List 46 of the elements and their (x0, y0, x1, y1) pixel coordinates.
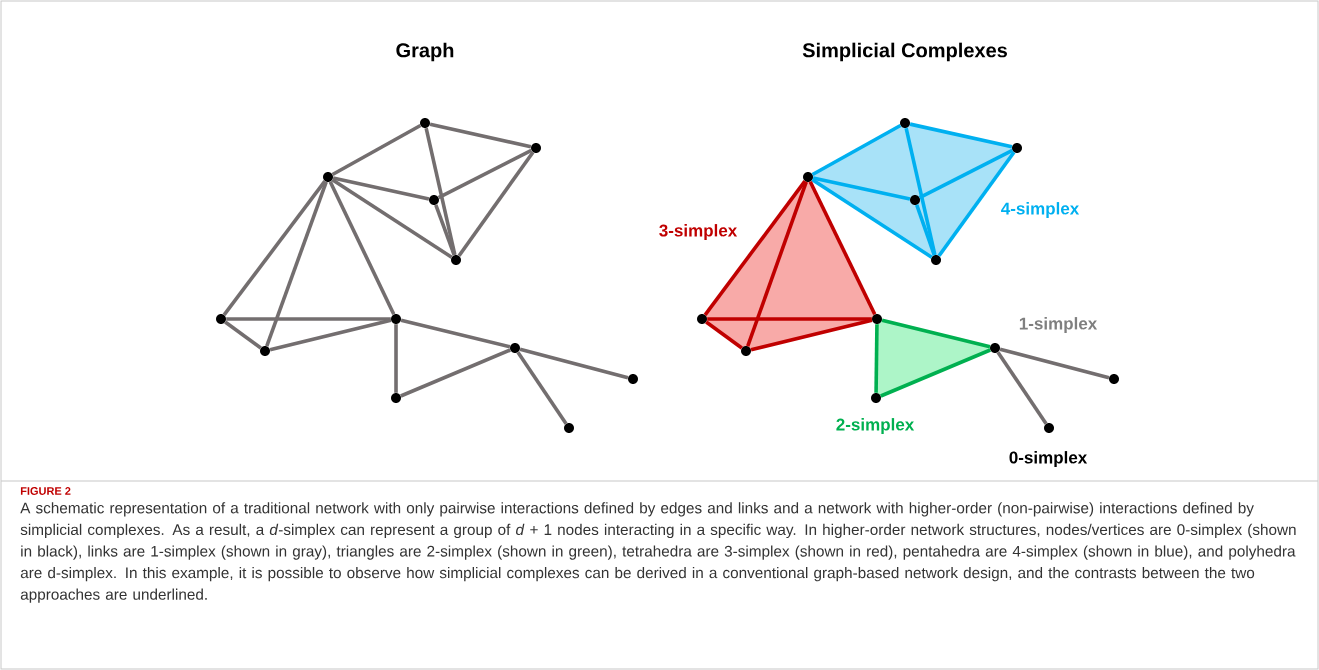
link-line (746, 181, 808, 347)
link-line (400, 348, 511, 398)
figure-number: FIGURE 2 (20, 487, 71, 495)
link-line (331, 123, 422, 177)
link-line (918, 148, 1014, 200)
panel-title: Graph (396, 42, 454, 62)
link-line (812, 176, 911, 201)
link-line (226, 317, 391, 321)
link-line (269, 318, 392, 352)
link-line (434, 204, 456, 256)
link-line (999, 347, 1110, 380)
link-line (880, 348, 991, 398)
link-line (808, 180, 877, 316)
simplex-label: 1-simplex (1019, 317, 1098, 333)
link-line (331, 178, 453, 259)
link-line (222, 180, 327, 316)
simplex-label: 3-simplex (659, 224, 738, 240)
link-line (332, 176, 430, 201)
link-line (811, 178, 933, 259)
simplex-label: 0-simplex (1009, 451, 1088, 467)
link-line (881, 318, 991, 349)
link-line (265, 181, 328, 347)
simplex-label: 4-simplex (1001, 202, 1080, 218)
link-line (915, 204, 936, 256)
link-line (904, 127, 937, 256)
link-line (457, 151, 535, 257)
link-line (224, 320, 262, 350)
link-line (429, 122, 532, 149)
simplex-label: 2-simplex (836, 418, 915, 434)
link-line (874, 324, 879, 393)
link-line (394, 324, 398, 393)
link-line (707, 317, 872, 321)
link-line (437, 148, 533, 200)
link-line (705, 320, 743, 350)
link-line (400, 318, 511, 349)
link-line (811, 123, 902, 177)
link-line (703, 180, 807, 316)
link-line (516, 351, 568, 425)
link-line (937, 151, 1016, 257)
link-line (519, 347, 629, 380)
link-line (328, 180, 396, 316)
link-line (424, 127, 457, 256)
link-line (909, 122, 1013, 149)
panel-title: Simplicial Complexes (802, 42, 1007, 62)
link-line (996, 351, 1048, 425)
link-line (750, 318, 873, 352)
